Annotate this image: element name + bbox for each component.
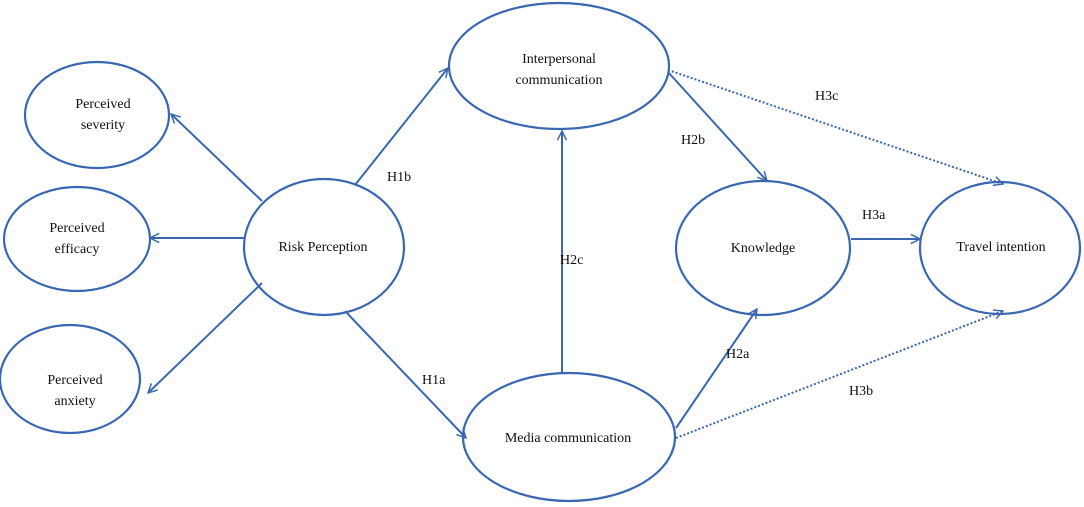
h1a-label: H1a bbox=[422, 373, 446, 388]
h3a-label: H3a bbox=[862, 208, 886, 223]
perceived-efficacy-node bbox=[2, 185, 152, 293]
interpersonal-communication-line1: Interpersonal bbox=[522, 52, 596, 67]
arrow-risk-to-severity bbox=[171, 114, 263, 202]
media-communication-label: Media communication bbox=[505, 431, 631, 446]
h2c-label: H2c bbox=[560, 253, 583, 268]
h3b-label: H3b bbox=[849, 384, 873, 399]
arrow-h3c bbox=[667, 69, 1003, 184]
perceived-anxiety-line1: Perceived bbox=[47, 373, 102, 388]
perceived-severity-line2: severity bbox=[81, 118, 125, 133]
arrow-h2a bbox=[675, 309, 757, 429]
risk-perception-node bbox=[242, 177, 406, 317]
arrow-risk-to-anxiety bbox=[148, 282, 263, 393]
perceived-severity-line1: Perceived bbox=[75, 97, 130, 112]
perceived-efficacy-line1: Perceived bbox=[49, 221, 104, 236]
knowledge-label: Knowledge bbox=[731, 241, 796, 256]
travel-intention-label: Travel intention bbox=[956, 240, 1045, 255]
perceived-severity-node bbox=[23, 60, 171, 170]
arrow-h1b bbox=[354, 68, 448, 186]
interpersonal-communication-line2: communication bbox=[515, 73, 602, 88]
perceived-efficacy-line2: efficacy bbox=[55, 242, 100, 257]
h2b-label: H2b bbox=[681, 133, 705, 148]
h3c-label: H3c bbox=[815, 89, 838, 104]
h2a-label: H2a bbox=[726, 347, 750, 362]
perceived-anxiety-line2: anxiety bbox=[54, 394, 95, 409]
interpersonal-communication-node bbox=[447, 1, 671, 131]
perceived-anxiety-node bbox=[0, 323, 142, 435]
arrow-h2b bbox=[667, 71, 767, 181]
h1b-label: H1b bbox=[387, 170, 411, 185]
risk-perception-label: Risk Perception bbox=[278, 240, 367, 255]
arrow-h1a bbox=[344, 310, 466, 438]
arrow-h3b bbox=[675, 311, 1003, 439]
